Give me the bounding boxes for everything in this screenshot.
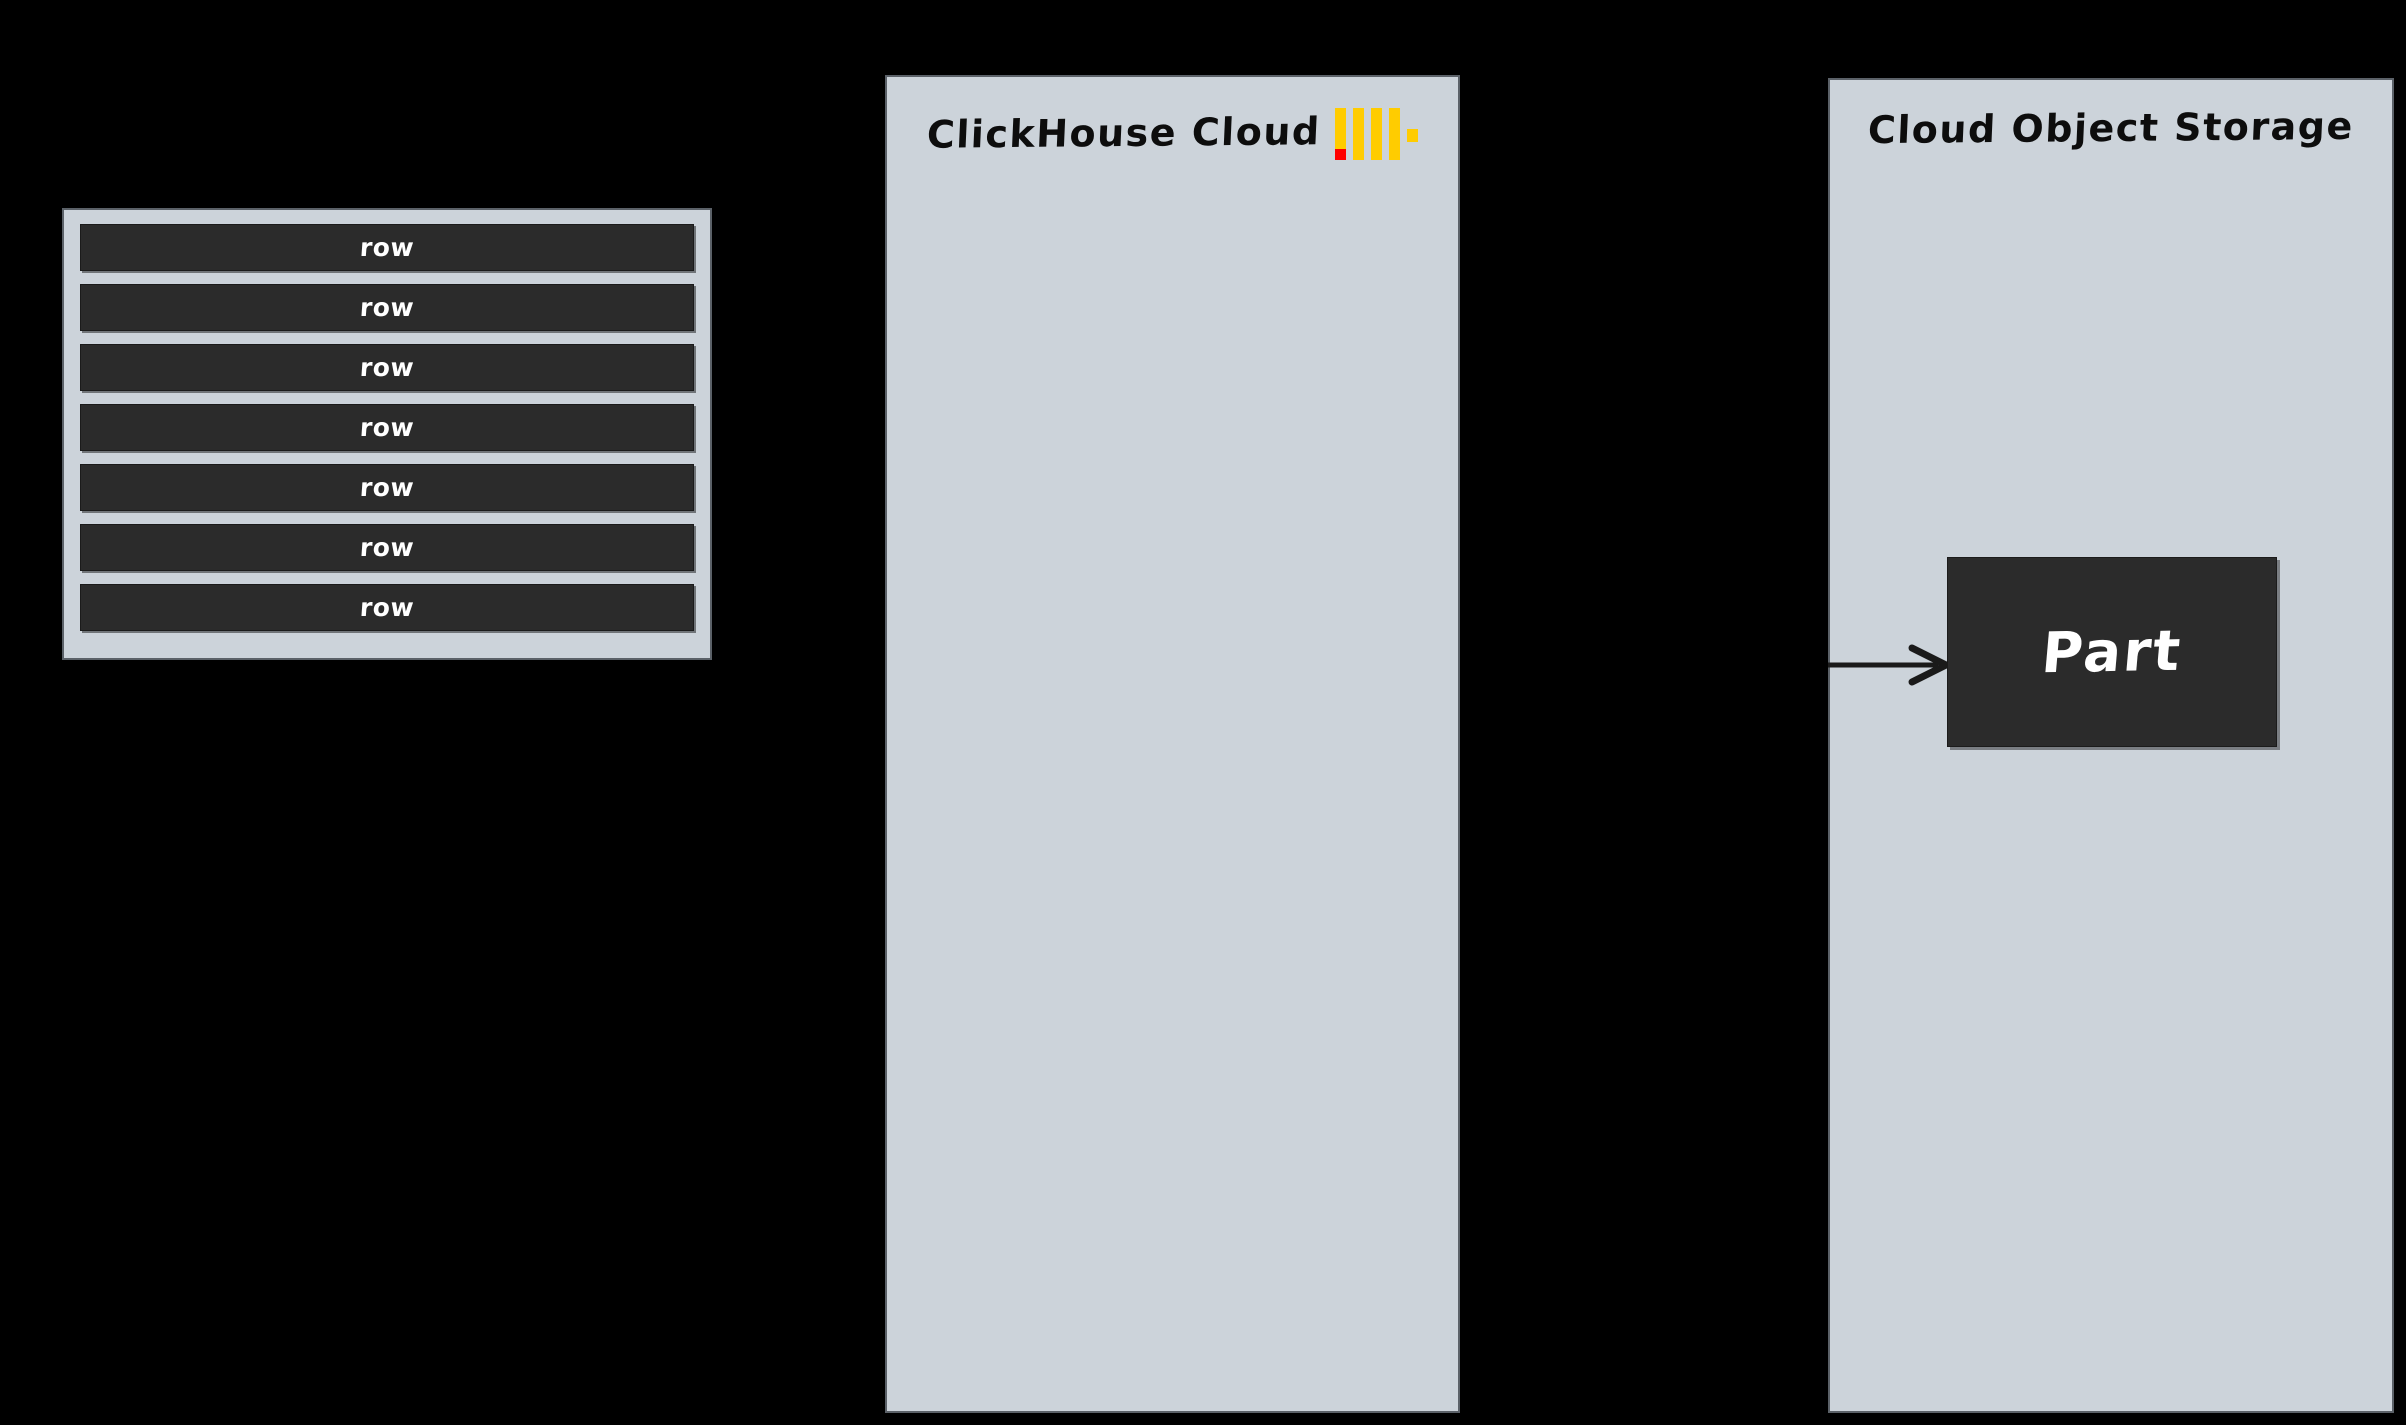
clickhouse-logo-bar-2 [1352,108,1364,160]
rows-table: row row row row row row row [62,208,712,660]
table-row: row [80,284,694,331]
row-label: row [358,473,416,502]
table-row: row [80,584,694,631]
table-row: row [80,464,694,511]
table-row: row [80,404,694,451]
row-label: row [358,413,416,442]
clickhouse-logo-dot [1406,129,1418,142]
table-row: row [80,344,694,391]
table-row: row [80,524,694,571]
clickhouse-cloud-panel: ClickHouse Cloud [885,75,1460,1413]
clickhouse-logo-bar-1 [1334,108,1346,160]
clickhouse-logo-bar-4 [1388,108,1400,160]
row-label: row [358,353,416,382]
cloud-object-storage-panel: Cloud Object Storage Part [1828,78,2394,1413]
clickhouse-cloud-title: ClickHouse Cloud [926,109,1322,157]
clickhouse-cloud-header: ClickHouse Cloud [887,107,1458,160]
clickhouse-logo-bar-3 [1370,108,1382,160]
part-block: Part [1947,557,2277,747]
ingest-arrow-icon [1828,644,1950,686]
cloud-object-storage-header: Cloud Object Storage [1830,103,2392,153]
part-label: Part [2039,618,2185,686]
row-label: row [358,233,416,262]
row-label: row [358,293,416,322]
row-label: row [358,533,416,562]
row-label: row [358,593,416,622]
table-row: row [80,224,694,271]
clickhouse-logo-bars [1334,108,1400,160]
clickhouse-logo-icon [1334,108,1418,160]
cloud-object-storage-title: Cloud Object Storage [1867,103,2355,153]
